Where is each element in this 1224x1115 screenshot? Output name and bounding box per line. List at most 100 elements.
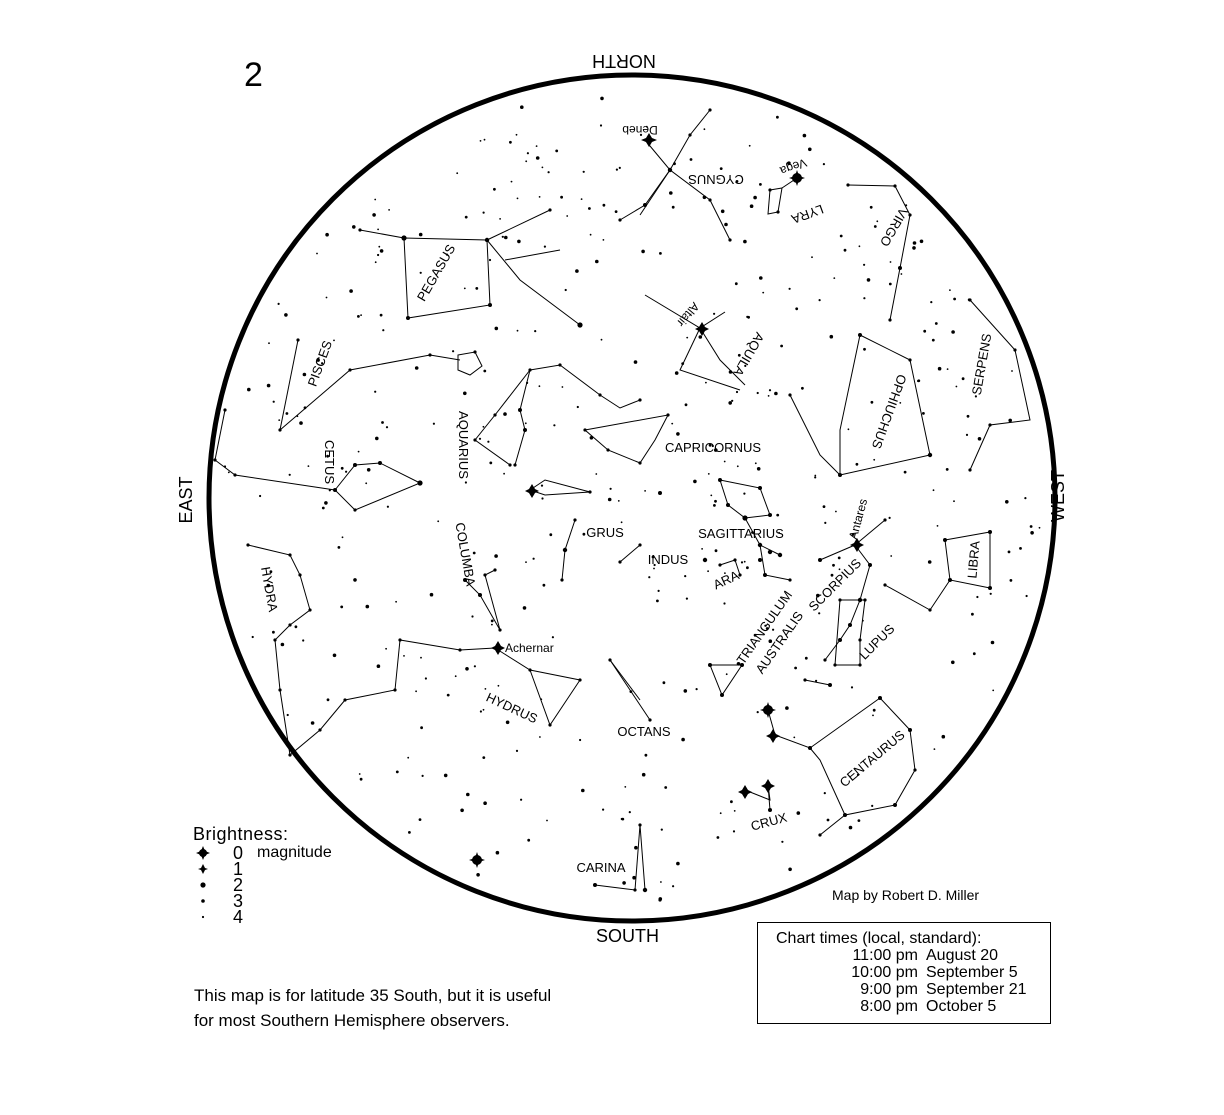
field-star bbox=[735, 390, 739, 394]
field-star bbox=[266, 583, 271, 588]
label-east: EAST bbox=[176, 476, 196, 523]
field-star bbox=[684, 575, 687, 578]
field-star bbox=[493, 413, 497, 417]
field-star bbox=[589, 233, 592, 236]
legend-mag: 1 bbox=[233, 859, 244, 879]
field-star bbox=[302, 639, 305, 642]
field-star bbox=[730, 800, 733, 804]
field-star bbox=[540, 698, 543, 701]
field-star bbox=[628, 811, 631, 814]
field-star bbox=[943, 538, 947, 542]
field-star bbox=[866, 278, 871, 282]
legend-row: 0 magnitude bbox=[193, 844, 332, 862]
constellation-labels: CYGNUS LYRA VIRGO PEGASUS AQUILA SERPENS… bbox=[258, 172, 994, 875]
field-star bbox=[889, 261, 892, 263]
field-star bbox=[393, 688, 397, 692]
field-star bbox=[340, 605, 344, 609]
field-star bbox=[862, 619, 864, 622]
chart-times-title: Chart times (local, standard): bbox=[776, 930, 982, 947]
field-star bbox=[483, 369, 487, 373]
field-star bbox=[676, 861, 680, 866]
field-star bbox=[788, 867, 792, 872]
field-star bbox=[582, 532, 586, 536]
field-star bbox=[736, 662, 741, 666]
field-star bbox=[753, 195, 757, 200]
field-star bbox=[743, 239, 747, 244]
field-star bbox=[488, 258, 492, 262]
field-star bbox=[526, 152, 530, 155]
label-libra: LIBRA bbox=[964, 540, 982, 579]
field-star bbox=[582, 170, 585, 173]
field-star bbox=[890, 555, 893, 557]
field-star bbox=[917, 379, 921, 383]
field-star bbox=[686, 336, 689, 339]
field-star bbox=[493, 187, 496, 191]
field-star bbox=[872, 708, 876, 712]
field-star bbox=[624, 786, 627, 788]
field-star bbox=[543, 245, 547, 248]
field-star bbox=[482, 211, 485, 214]
chart-time: 10:00 pm bbox=[851, 964, 918, 981]
legend-mag: 2 bbox=[233, 875, 244, 895]
field-star bbox=[345, 470, 348, 473]
field-star bbox=[548, 208, 552, 212]
field-star bbox=[365, 604, 370, 609]
field-star bbox=[478, 437, 482, 440]
field-star bbox=[463, 578, 467, 582]
field-star bbox=[266, 383, 271, 388]
field-star bbox=[893, 803, 897, 807]
field-star bbox=[321, 362, 324, 365]
field-star bbox=[466, 792, 470, 797]
field-star bbox=[614, 210, 618, 214]
field-star bbox=[1009, 579, 1013, 582]
field-star bbox=[555, 149, 559, 153]
field-star bbox=[641, 772, 646, 777]
latitude-note-line1: This map is for latitude 35 South, but i… bbox=[194, 986, 552, 1005]
field-star bbox=[684, 403, 688, 407]
field-star bbox=[738, 573, 742, 577]
field-star bbox=[899, 402, 902, 404]
label-deneb: Deneb bbox=[622, 123, 658, 137]
field-star bbox=[374, 261, 377, 264]
field-star bbox=[432, 422, 435, 425]
field-star bbox=[856, 773, 860, 777]
field-star bbox=[923, 329, 927, 333]
star-crux-b bbox=[738, 785, 752, 799]
field-star bbox=[748, 144, 751, 147]
legend-mag: 4 bbox=[233, 907, 244, 927]
field-star bbox=[857, 819, 861, 822]
field-star bbox=[989, 592, 992, 595]
star-labels: Deneb Vega Altair Antares Achernar bbox=[505, 123, 870, 655]
field-star bbox=[437, 520, 440, 523]
field-star bbox=[310, 721, 315, 725]
field-star bbox=[681, 737, 685, 742]
field-star bbox=[629, 690, 633, 693]
field-star bbox=[778, 531, 780, 534]
star-deneb bbox=[641, 133, 657, 147]
field-star bbox=[746, 566, 749, 570]
field-star bbox=[233, 473, 237, 477]
field-star bbox=[639, 133, 643, 136]
field-star bbox=[693, 479, 697, 484]
field-star bbox=[495, 850, 500, 855]
field-star bbox=[787, 161, 791, 165]
field-star bbox=[648, 576, 651, 579]
field-star bbox=[377, 228, 379, 231]
field-star bbox=[714, 499, 717, 503]
field-star bbox=[286, 713, 289, 717]
label-cygnus: CYGNUS bbox=[688, 172, 744, 187]
field-star bbox=[822, 163, 826, 166]
field-star bbox=[352, 225, 356, 229]
field-star bbox=[695, 688, 698, 691]
field-star bbox=[443, 773, 448, 778]
field-star bbox=[562, 547, 568, 553]
field-star bbox=[288, 623, 292, 627]
field-star bbox=[681, 362, 685, 365]
field-star bbox=[359, 777, 363, 781]
field-star bbox=[551, 636, 555, 639]
field-star bbox=[465, 667, 469, 671]
chart-date: September 5 bbox=[926, 964, 1018, 981]
field-star bbox=[900, 273, 903, 275]
field-star bbox=[532, 557, 535, 560]
field-star bbox=[951, 660, 955, 665]
